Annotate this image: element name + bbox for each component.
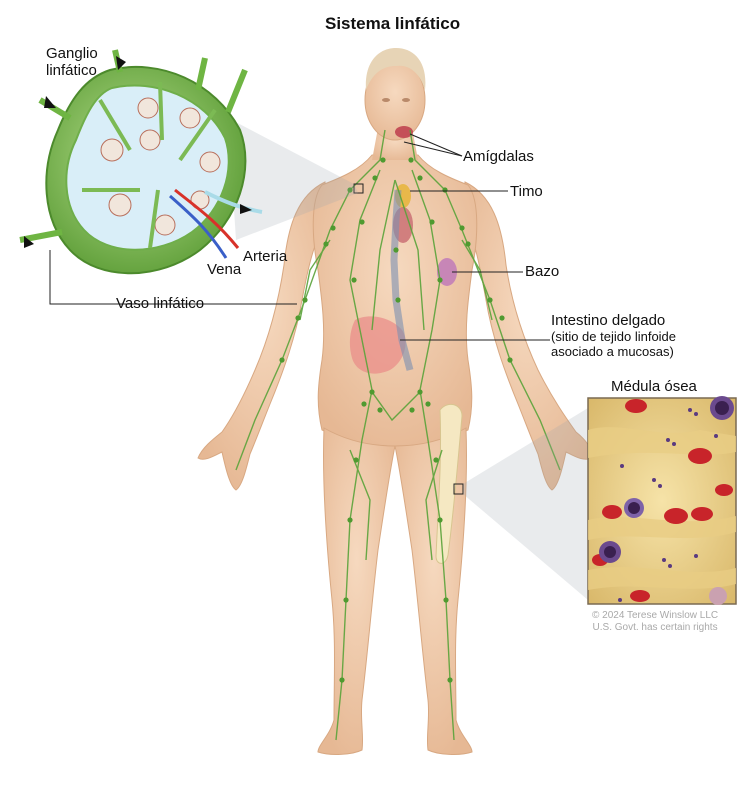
- label-lymph-node-line2: linfático: [46, 62, 97, 79]
- label-small-intestine-sub2: asociado a mucosas): [551, 344, 674, 359]
- artery: [174, 188, 240, 249]
- label-small-intestine: Intestino delgado (sitio de tejido linfo…: [551, 312, 676, 359]
- lymph-nodes: [279, 157, 513, 683]
- label-thymus: Timo: [510, 183, 543, 200]
- label-small-intestine-sub1: (sitio de tejido linfoide: [551, 329, 677, 344]
- node-zoom-cone: [228, 118, 358, 240]
- small-intestine: [349, 316, 406, 374]
- leader-lines: [49, 133, 550, 341]
- left-arm: [461, 181, 593, 491]
- lymph-vessels: [235, 129, 561, 741]
- label-lymph-vessel: Vaso linfático: [116, 295, 205, 312]
- marrow-zoom-cone: [463, 408, 588, 600]
- label-lymph-node: Ganglio linfático: [46, 45, 98, 79]
- label-tonsils: Amígdalas: [463, 148, 534, 165]
- right-arm: [197, 181, 329, 491]
- open-mouth: [395, 126, 413, 138]
- diagram-title: Sistema linfático: [325, 14, 461, 33]
- human-body: [197, 48, 593, 755]
- thoracic-duct: [390, 189, 414, 371]
- bone-marrow-inset: [587, 396, 737, 605]
- white-blood-cells: [599, 396, 734, 605]
- label-spleen: Bazo: [525, 263, 560, 280]
- lymph-node-inset: [19, 49, 263, 275]
- hair: [365, 48, 426, 90]
- label-artery: Arteria: [243, 248, 288, 265]
- credit-line2: U.S. Govt. has certain rights: [592, 622, 718, 633]
- femur: [435, 403, 463, 564]
- label-bone-marrow: Médula ósea: [611, 378, 697, 395]
- label-vein: Vena: [207, 261, 242, 278]
- node-zoom-marker: [353, 183, 364, 194]
- label-lymph-node-line1: Ganglio: [46, 45, 98, 62]
- red-blood-cells: [592, 399, 733, 602]
- copyright-credit: © 2024 Terese Winslow LLC U.S. Govt. has…: [592, 610, 718, 634]
- efferent-lymph-vessel: [204, 190, 263, 214]
- credit-line1: © 2024 Terese Winslow LLC: [592, 610, 719, 621]
- platelets: [618, 408, 718, 602]
- vein: [169, 194, 228, 259]
- right-leg: [317, 427, 396, 755]
- label-small-intestine-title: Intestino delgado: [551, 312, 666, 329]
- marrow-zoom-marker: [453, 483, 464, 495]
